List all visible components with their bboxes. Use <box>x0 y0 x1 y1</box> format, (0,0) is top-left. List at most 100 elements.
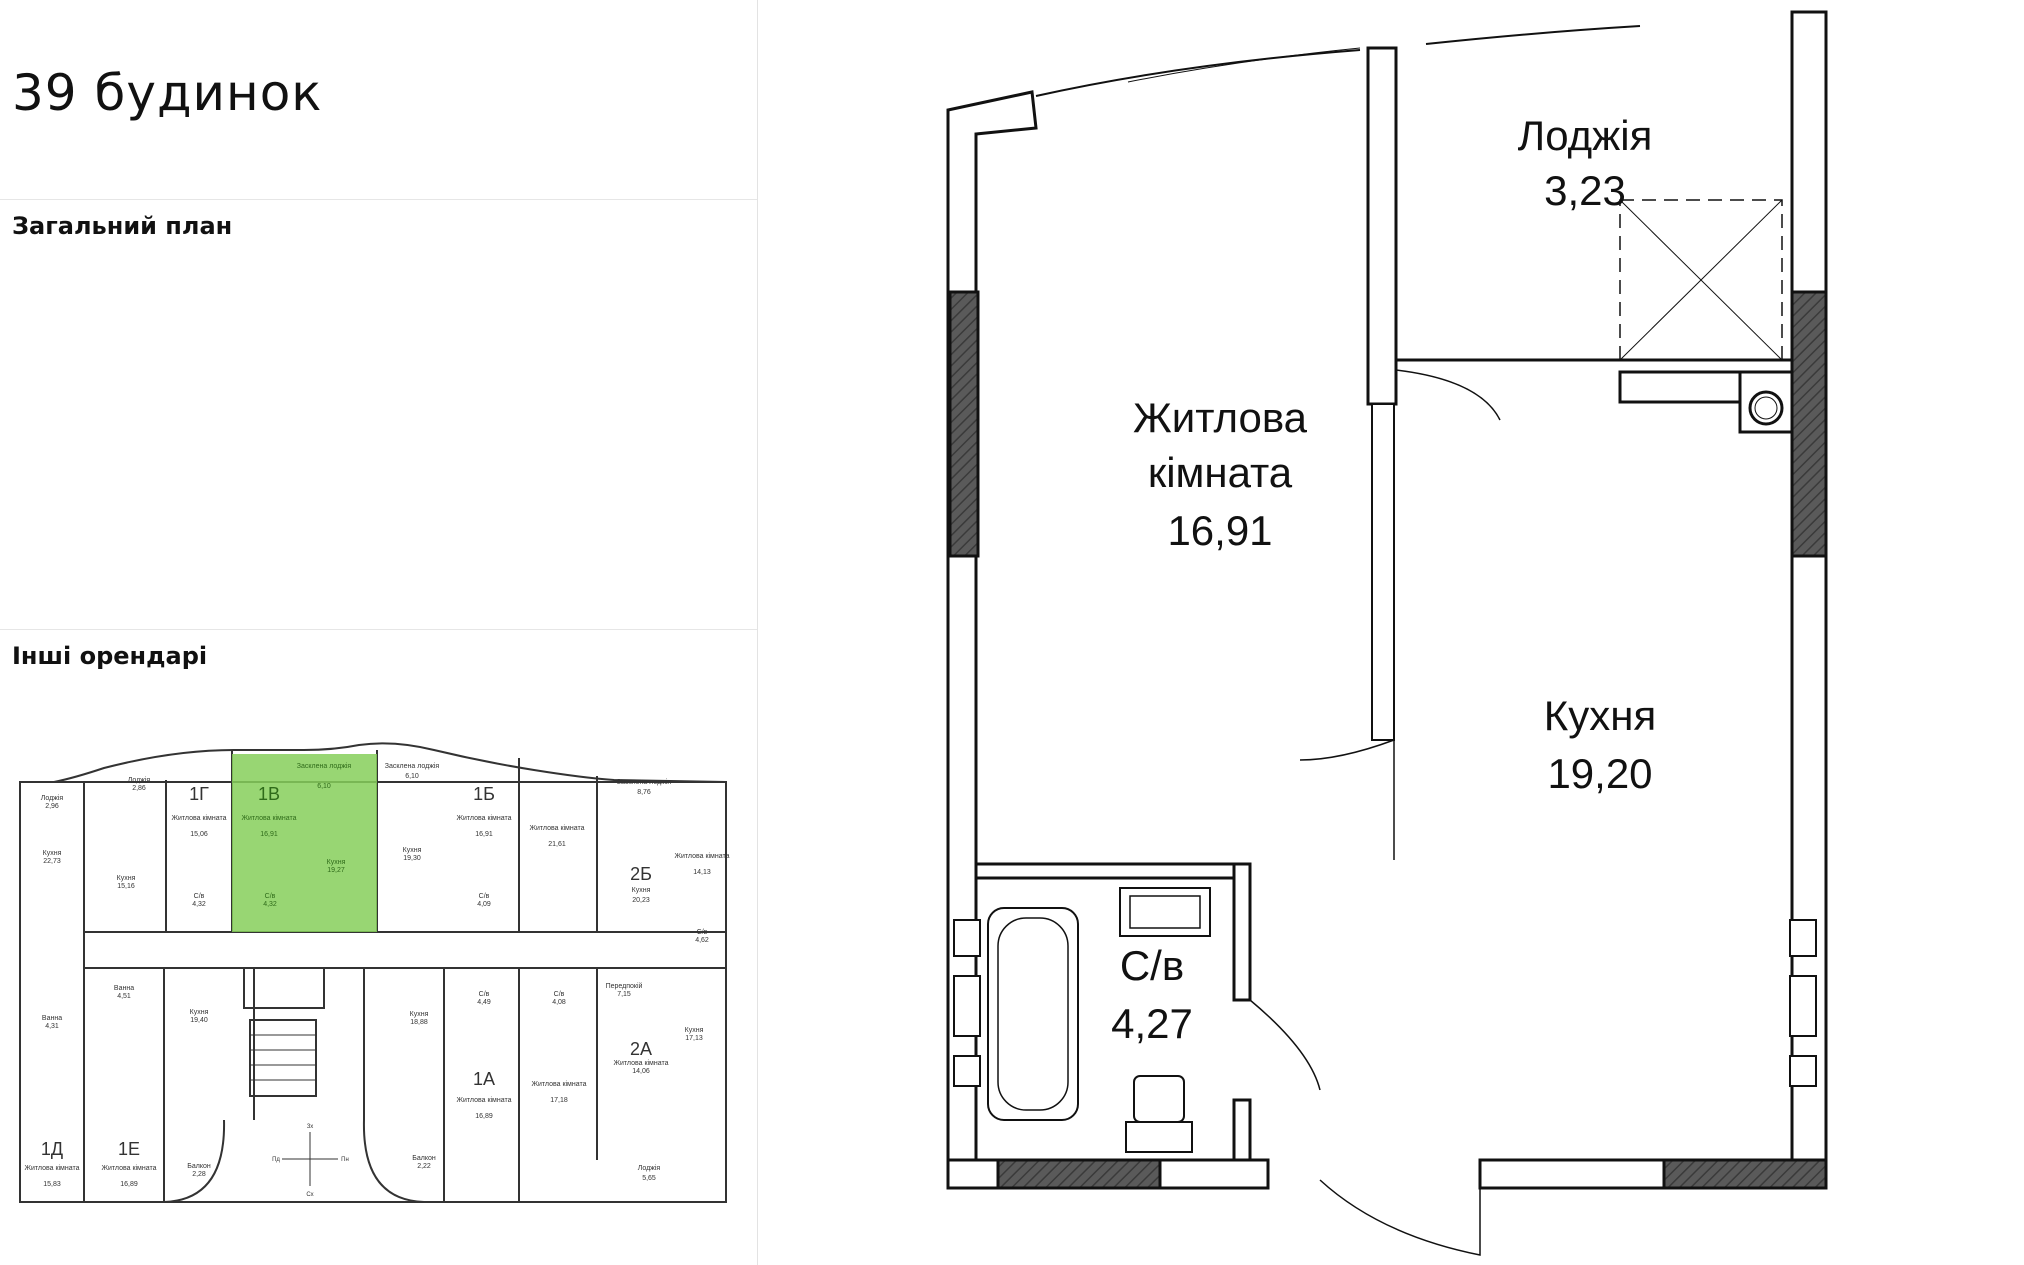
compass-n: Зх <box>307 1124 314 1130</box>
mini-label: Кухня <box>403 847 422 854</box>
divider <box>0 629 757 630</box>
mini-label: 18,88 <box>410 1019 428 1026</box>
mini-label: С/в <box>479 991 490 998</box>
mini-label: Лоджія <box>41 794 64 802</box>
mini-label: 19,40 <box>190 1017 208 1024</box>
mini-label: Засклена лоджія <box>385 762 440 770</box>
mini-label: 4,31 <box>45 1023 59 1030</box>
mini-label: С/в <box>194 893 205 900</box>
mini-label: 20,23 <box>632 897 650 904</box>
other-tenants-heading[interactable]: Інші орендарі <box>12 642 208 670</box>
building-title: 39 будинок <box>12 64 323 122</box>
mini-label: Засклена лоджія <box>297 762 352 770</box>
mini-label: 21,61 <box>548 841 566 848</box>
mini-label: Передпокій <box>606 982 643 990</box>
mini-label: Балкон <box>187 1163 211 1170</box>
mini-label: 4,32 <box>263 901 277 908</box>
mini-unit-id: 1Е <box>118 1139 140 1159</box>
mini-label: Лоджія <box>128 776 151 784</box>
mini-label: 16,89 <box>120 1181 138 1188</box>
mini-label: 6,10 <box>317 783 331 790</box>
mini-label: 22,73 <box>43 858 61 865</box>
mini-label: 2,86 <box>132 785 146 792</box>
mini-label: Ванна <box>42 1015 62 1022</box>
mini-label: 2,22 <box>417 1163 431 1170</box>
mini-label: С/в <box>554 991 565 998</box>
general-plan-heading[interactable]: Загальний план <box>12 212 233 240</box>
mini-label: Кухня <box>410 1011 429 1018</box>
compass-w: Пд <box>272 1157 280 1163</box>
mini-label: Кухня <box>327 859 346 866</box>
compass-e: Пн <box>341 1157 349 1163</box>
mini-label: Житлова кімната <box>531 1080 586 1088</box>
mini-unit-id: 2Б <box>630 864 652 884</box>
compass-s: Сх <box>306 1192 313 1198</box>
mini-label: Ванна <box>114 985 134 992</box>
room-area-loggia: 3,23 <box>1544 167 1626 214</box>
mini-label: Житлова кімната <box>529 824 584 832</box>
mini-label: 16,91 <box>260 831 278 838</box>
mini-label: 16,89 <box>475 1113 493 1120</box>
mini-label: Засклена лоджія <box>617 778 672 786</box>
mini-label: 14,06 <box>632 1068 650 1075</box>
mini-label: 5,65 <box>642 1175 656 1182</box>
mini-label: Житлова кімната <box>456 814 511 822</box>
mini-label: 15,06 <box>190 831 208 838</box>
mini-label: Житлова кімната <box>613 1059 668 1067</box>
mini-label: 15,16 <box>117 883 135 890</box>
compass-icon <box>282 1132 338 1186</box>
mini-label: 14,13 <box>693 869 711 876</box>
mini-label: Кухня <box>632 887 651 894</box>
mini-label: 17,13 <box>685 1035 703 1042</box>
room-label-bathroom: С/в <box>1120 942 1184 989</box>
mini-label: Кухня <box>685 1027 704 1034</box>
mini-label: Кухня <box>117 875 136 882</box>
mini-unit-id: 2А <box>630 1039 652 1059</box>
room-label-kitchen: Кухня <box>1544 692 1656 739</box>
mini-label: Житлова кімната <box>674 852 729 860</box>
apartment-floor-plan: Лоджія 3,23 Житлова кімната 16,91 Кухня … <box>946 10 1828 1256</box>
mini-label: Житлова кімната <box>101 1164 156 1172</box>
mini-label: Балкон <box>412 1155 436 1162</box>
divider <box>0 199 757 200</box>
mini-label: 19,27 <box>327 867 345 874</box>
mini-label: 4,51 <box>117 993 131 1000</box>
mini-label: 2,28 <box>192 1171 206 1178</box>
mini-label: Кухня <box>43 850 62 857</box>
mini-label: 19,30 <box>403 855 421 862</box>
mini-label: С/в <box>265 893 276 900</box>
mini-label: 4,32 <box>192 901 206 908</box>
mini-label: 17,18 <box>550 1097 568 1104</box>
room-area-kitchen: 19,20 <box>1547 750 1652 797</box>
mini-label: 15,83 <box>43 1181 61 1188</box>
mini-label: 2,96 <box>45 803 59 810</box>
mini-unit-id: 1Д <box>41 1139 63 1159</box>
room-label-living-1: Житлова <box>1133 394 1308 441</box>
mini-label: 4,62 <box>695 937 709 944</box>
mini-label: 4,49 <box>477 999 491 1006</box>
mini-label: 8,76 <box>637 789 651 796</box>
mini-unit-id: 1А <box>473 1069 495 1089</box>
mini-label: С/в <box>697 929 708 936</box>
mini-label: 16,91 <box>475 831 493 838</box>
mini-unit-id: 1Б <box>473 784 495 804</box>
mini-label: 4,09 <box>477 901 491 908</box>
room-label-living-2: кімната <box>1148 449 1293 496</box>
mini-label: 7,15 <box>617 991 631 998</box>
mini-label: Житлова кімната <box>24 1164 79 1172</box>
mini-unit-id: 1В <box>258 784 280 804</box>
floor-plan-thumbnail: Лоджія 2,96 Кухня 22,73 Ванна 4,31 1Д Жи… <box>19 742 730 1203</box>
mini-label: Житлова кімната <box>171 814 226 822</box>
mini-label: Житлова кімната <box>456 1096 511 1104</box>
mini-label: 6,10 <box>405 773 419 780</box>
mini-label: Лоджія <box>638 1164 661 1172</box>
mini-label: Житлова кімната <box>241 814 296 822</box>
mini-label: Кухня <box>190 1009 209 1016</box>
mini-label: 4,08 <box>552 999 566 1006</box>
sidebar: 39 будинок Загальний план Інші орендарі <box>0 0 758 1265</box>
room-area-bathroom: 4,27 <box>1111 1000 1193 1047</box>
room-area-living: 16,91 <box>1167 507 1272 554</box>
mini-label: С/в <box>479 893 490 900</box>
room-label-loggia: Лоджія <box>1518 112 1653 159</box>
highlighted-unit-1v <box>232 754 377 932</box>
